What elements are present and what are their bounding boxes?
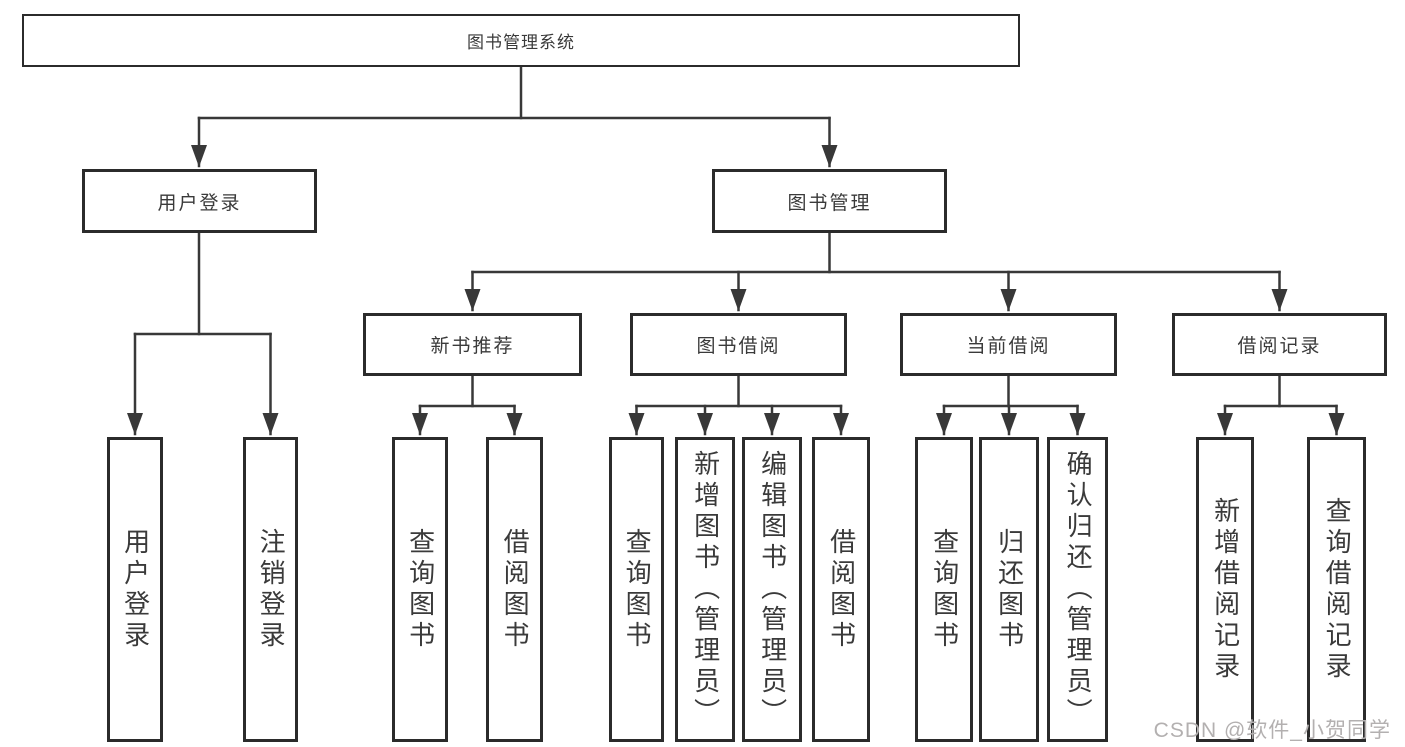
leaf-add-books-admin: 新增图书（管理员）: [675, 437, 735, 742]
leaf-borrow-books: 借阅图书: [812, 437, 870, 742]
leaf-query-borrow-record: 查询借阅记录: [1307, 437, 1366, 742]
csdn-watermark: CSDN @软件_小贺同学: [1153, 719, 1391, 742]
node-book-management: 图书管理: [712, 169, 947, 233]
node-current-borrowing: 当前借阅: [900, 313, 1117, 376]
leaf-add-borrow-record: 新增借阅记录: [1196, 437, 1254, 742]
leaf-confirm-return-admin: 确认归还（管理员）: [1047, 437, 1108, 742]
node-new-book-recommendation: 新书推荐: [363, 313, 582, 376]
node-library-management-system: 图书管理系统: [22, 14, 1020, 67]
leaf-return-books: 归还图书: [979, 437, 1039, 742]
leaf-logout: 注销登录: [243, 437, 298, 742]
leaf-user-login: 用户登录: [107, 437, 163, 742]
leaf-borrow-query-books: 查询图书: [609, 437, 664, 742]
leaf-recommend-borrow-books: 借阅图书: [486, 437, 543, 742]
leaf-recommend-query-books: 查询图书: [392, 437, 448, 742]
leaf-current-query-books: 查询图书: [915, 437, 973, 742]
node-book-borrowing: 图书借阅: [630, 313, 847, 376]
node-user-login: 用户登录: [82, 169, 317, 233]
leaf-edit-books-admin: 编辑图书（管理员）: [742, 437, 802, 742]
node-borrowing-records: 借阅记录: [1172, 313, 1387, 376]
